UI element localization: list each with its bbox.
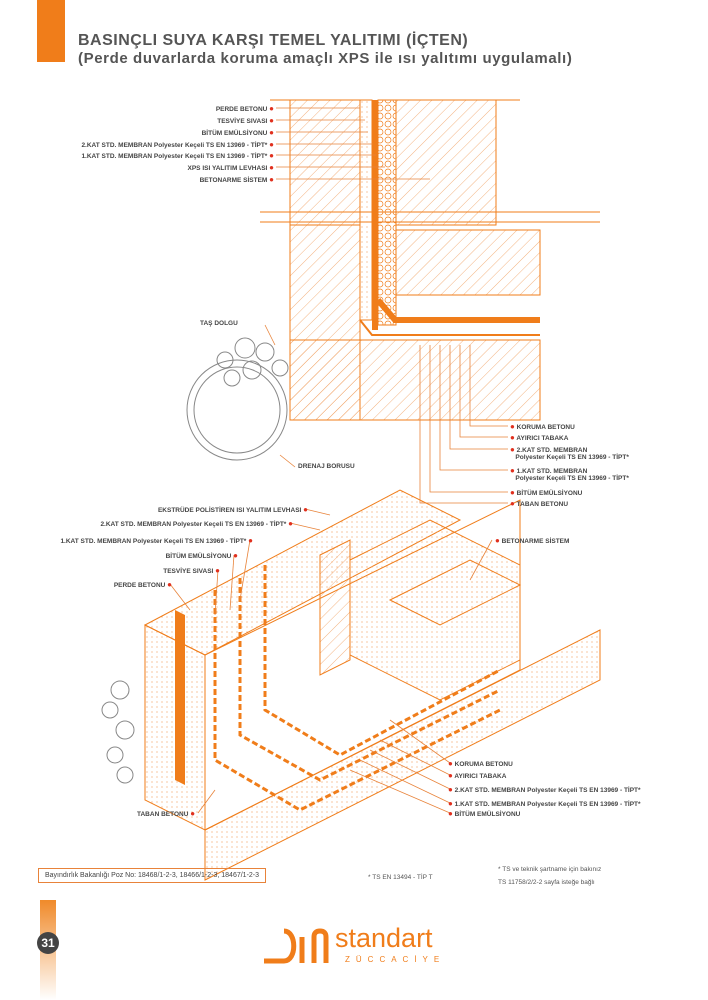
iso-label-2kat: 2.KAT STD. MEMBRAN Polyester Keçeli TS E… [100,519,293,528]
label-taban-betonu: ● TABAN BETONU [510,499,569,508]
iso-label-xps: EKSTRÜDE POLİSTİREN ISI YALITIM LEVHASI … [157,505,308,514]
ts-note: * TS EN 13494 - TİP T [368,874,433,881]
label-2kat-membran-b: ● 2.KAT STD. MEMBRAN Polyester Keçeli TS… [510,445,629,461]
label-betonarme: BETONARME SİSTEM ● [199,175,274,184]
iso-label-bitum: BİTÜM EMÜLSİYONU ● [165,551,238,560]
label-perde-betonu: PERDE BETONU ● [215,104,274,113]
section-view [186,99,600,504]
label-bitum-emulsiyonu: BİTÜM EMÜLSİYONU ● [201,128,274,137]
logo-subtext: ZÜCCACİYE [345,955,446,964]
iso-label-1kat-r: ● 1.KAT STD. MEMBRAN Polyester Keçeli TS… [448,799,641,808]
label-xps: XPS ISI YALITIM LEVHASI ● [187,163,274,172]
page-subtitle: (Perde duvarlarda koruma amaçlı XPS ile … [78,50,573,67]
label-1kat-membran-b: ● 1.KAT STD. MEMBRAN Polyester Keçeli TS… [510,466,629,482]
iso-label-2kat-r: ● 2.KAT STD. MEMBRAN Polyester Keçeli TS… [448,785,641,794]
iso-label-tesviye: TESVİYE SIVASI ● [163,566,220,575]
poz-no-box: Bayındırlık Bakanlığı Poz No: 18468/1-2-… [38,868,267,883]
footnote-2: TS 11758/2/2-2 sayfa isteğe bağlı [498,879,595,886]
top-accent-bar [37,0,65,62]
label-koruma-betonu: ● KORUMA BETONU [510,422,575,431]
label-bitum-b: ● BİTÜM EMÜLSİYONU [510,488,583,497]
iso-label-taban: TABAN BETONU ● [137,809,196,818]
label-1kat-membran: 1.KAT STD. MEMBRAN Polyester Keçeli TS E… [81,151,274,160]
iso-label-ayirici: ● AYIRICI TABAKA [448,771,507,780]
iso-label-betonarme: ● BETONARME SİSTEM [495,536,570,545]
logo-text: standart [335,923,433,953]
iso-label-1kat: 1.KAT STD. MEMBRAN Polyester Keçeli TS E… [60,536,253,545]
label-drenaj-borusu: DRENAJ BORUSU [298,463,355,470]
label-tas-dolgu: TAŞ DOLGU [200,320,238,327]
page-title: BASINÇLI SUYA KARŞI TEMEL YALITIMI (İÇTE… [78,32,469,49]
iso-label-koruma: ● KORUMA BETONU [448,759,513,768]
label-tesviye-sivasi: TESVİYE SIVASI ● [217,116,274,125]
isometric-view [101,489,601,881]
footnote-1: * TS ve teknik şartname için bakınız [498,866,602,873]
label-ayirici-tabaka: ● AYIRICI TABAKA [510,433,569,442]
logo-mark [264,928,329,964]
iso-label-bitum-r: ● BİTÜM EMÜLSİYONU [448,809,521,818]
label-2kat-membran: 2.KAT STD. MEMBRAN Polyester Keçeli TS E… [81,140,274,149]
iso-label-perde: PERDE BETONU ● [113,580,172,589]
page-number: 31 [37,932,59,954]
